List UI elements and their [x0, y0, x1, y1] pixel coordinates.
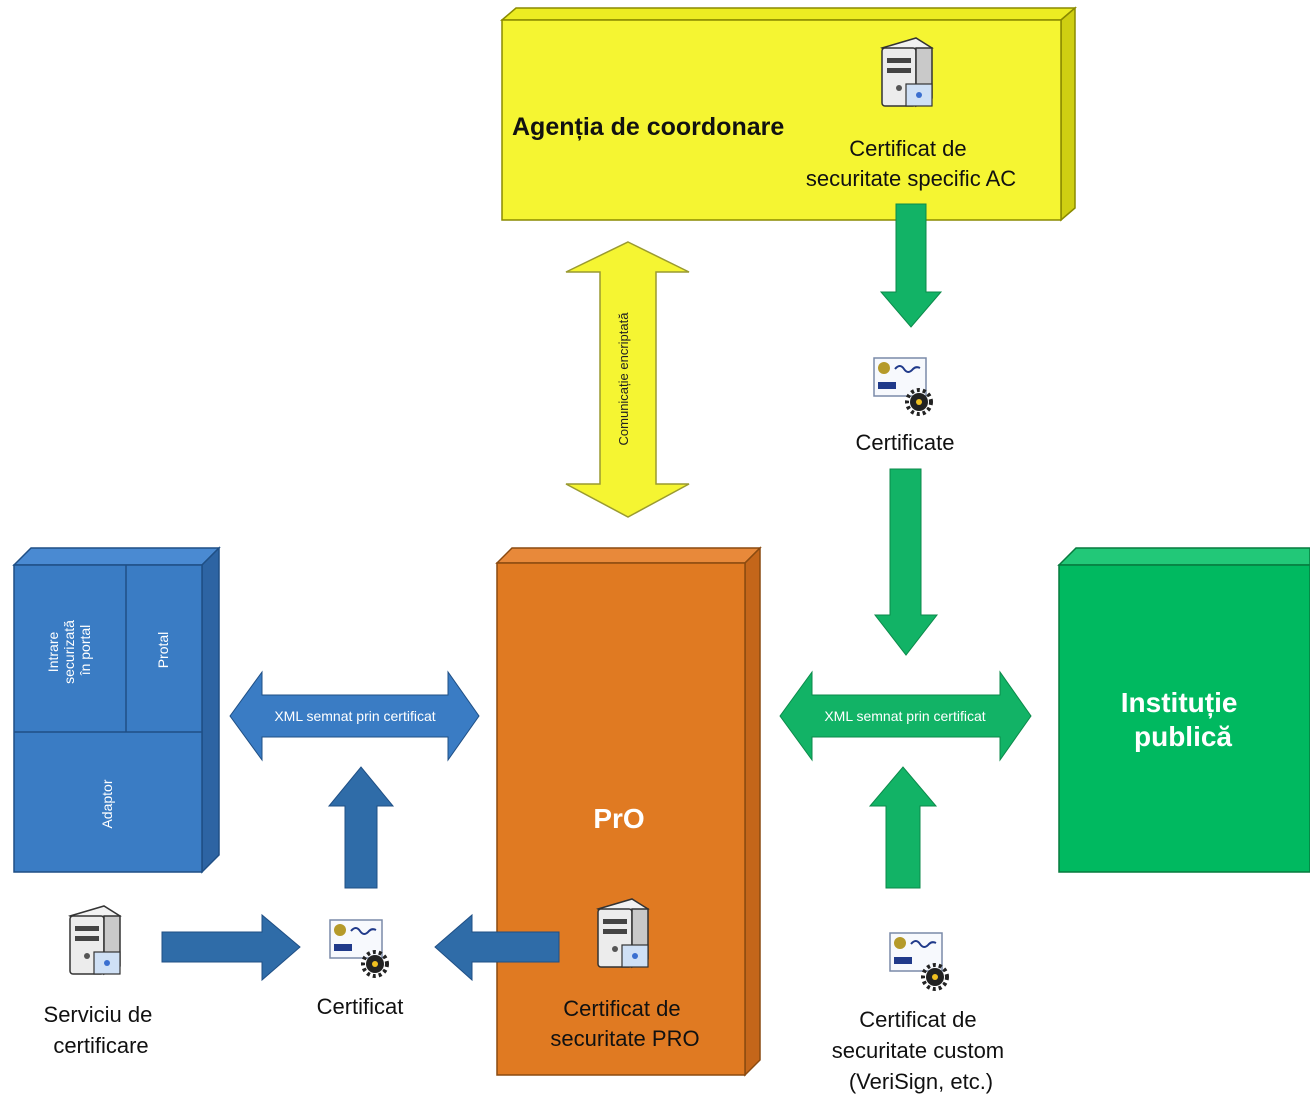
portal-label: Protal	[155, 632, 171, 669]
pro-certificate-label: Certificat de securitate PRO	[550, 996, 699, 1051]
xml-right-double-arrow	[779, 670, 1032, 762]
server-icon	[881, 37, 933, 107]
institution-title: Instituție publică	[1121, 687, 1245, 752]
portal-secure-entry-label: Intrare securizată în portal	[45, 616, 93, 684]
blue-arrow-right	[161, 913, 301, 982]
certification-service-label: Serviciu de certificare	[44, 1002, 159, 1058]
xml-right-label: XML semnat prin certificat	[824, 708, 985, 724]
coordination-agency-title: Agenția de coordonare	[512, 113, 784, 141]
custom-certificate-label: Certificat de securitate custom (VeriSig…	[832, 1007, 1011, 1094]
certificate-icon	[872, 356, 933, 416]
xml-left-label: XML semnat prin certificat	[274, 708, 435, 724]
xml-left-double-arrow	[229, 670, 480, 762]
double-arrow-icon	[565, 241, 690, 518]
certificate-icon	[328, 918, 389, 978]
server-icon	[597, 898, 649, 968]
portal-adaptor-block	[12, 546, 221, 874]
encrypted-channel-label: Comunicație encriptată	[616, 312, 631, 446]
coordination-certificate-label: Certificat de securitate specific AC	[806, 136, 1016, 191]
adaptor-label: Adaptor	[99, 779, 115, 828]
green-arrow-down-middle	[873, 468, 939, 656]
blue-arrow-left	[434, 913, 560, 982]
coordination-agency-block	[499, 6, 1078, 222]
pro-block	[495, 546, 762, 1077]
green-arrow-down-top	[879, 203, 943, 328]
green-arrow-up-bottom	[868, 766, 938, 889]
server-icon	[69, 905, 121, 975]
institution-block	[1057, 547, 1310, 873]
blue-arrow-up	[327, 766, 395, 889]
pro-title: PrO	[593, 803, 644, 834]
certificates-label: Certificate	[855, 430, 954, 455]
certificate-icon	[888, 931, 949, 991]
certificate-label: Certificat	[317, 994, 404, 1019]
